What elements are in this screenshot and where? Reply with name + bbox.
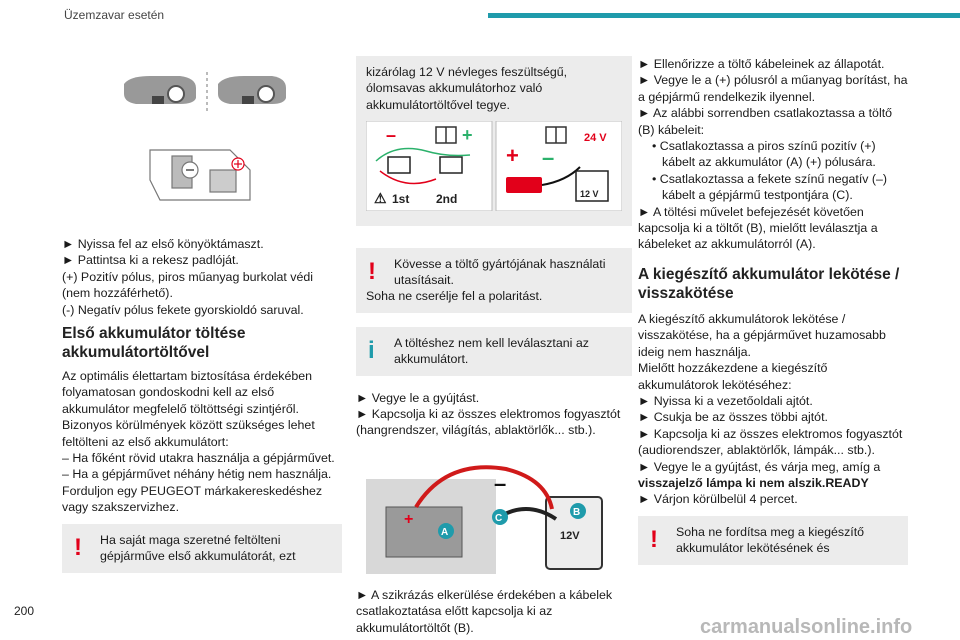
warning-box: ! Soha ne fordítsa meg a kiegészítő akku… bbox=[638, 515, 908, 565]
battery-charger-photo: + – A C B 12V bbox=[356, 449, 632, 579]
svg-text:–: – bbox=[386, 125, 396, 145]
svg-text:–: – bbox=[494, 471, 506, 496]
red-clamp-icon bbox=[506, 177, 542, 194]
car-rear-icon bbox=[218, 76, 286, 104]
info-icon: i bbox=[368, 336, 375, 364]
dash-item: – Ha főként rövid utakra használja a gép… bbox=[62, 451, 335, 466]
warning-box-continued: kizárólag 12 V névleges feszültségű, ólo… bbox=[356, 56, 632, 122]
instruction-line: ► Vegye le a gyújtást, és várja meg, amí… bbox=[638, 459, 881, 474]
instruction-line: ► Nyissa fel az első könyöktámaszt. bbox=[62, 237, 264, 251]
dash-item: – Ha a gépjárművet néhány hétig nem hasz… bbox=[62, 467, 332, 482]
instruction-line: ► Kapcsolja ki az összes elektromos fogy… bbox=[638, 426, 903, 458]
warning-box: ! Ha saját maga szeretné feltölteni gépj… bbox=[62, 523, 342, 573]
car-front-icon bbox=[124, 76, 196, 104]
bold-instruction: visszajelző lámpa ki nem alszik.READY bbox=[638, 475, 869, 490]
instruction-line: ► Vegye le a (+) pólusról a műanyag borí… bbox=[638, 73, 908, 104]
instruction-line: ► Kapcsolja ki az összes elektromos fogy… bbox=[356, 407, 621, 438]
svg-text:12V: 12V bbox=[560, 530, 580, 542]
info-text: A töltéshez nem kell leválasztani az akk… bbox=[394, 335, 589, 367]
book-icon bbox=[435, 126, 567, 144]
first-label: 1st bbox=[392, 192, 409, 206]
instruction-line: ► Várjon körülbelül 4 percet. bbox=[638, 492, 798, 507]
paragraph: Forduljon egy PEUGEOT márkakereskedéshez… bbox=[62, 483, 323, 515]
paragraph: Bizonyos körülmények között szükséges le… bbox=[62, 418, 315, 449]
volt-12-label: 12 V bbox=[580, 189, 599, 199]
page-number: 200 bbox=[14, 604, 35, 618]
sub-step: • Csatlakoztassa a fekete színű negatív … bbox=[652, 171, 888, 203]
running-header: Üzemzavar esetén bbox=[64, 8, 165, 22]
instruction-line: ► Pattintsa ki a rekesz padlóját. bbox=[62, 253, 239, 268]
paragraph: Az optimális élettartam biztosítása érde… bbox=[62, 369, 313, 416]
section-heading: A kiegészítő akkumulátor lekötése / viss… bbox=[638, 265, 900, 302]
header-accent-bar bbox=[488, 13, 960, 18]
instruction-line: ► Csukja be az összes többi ajtót. bbox=[638, 410, 828, 425]
battery-compartment-illustration bbox=[149, 149, 251, 201]
info-box: i A töltéshez nem kell leválasztani az a… bbox=[356, 326, 632, 376]
instruction-line: ► Vegye le a gyújtást. bbox=[356, 390, 480, 405]
pole-note: (-) Negatív pólus fekete gyorskioldó sar… bbox=[62, 302, 304, 317]
svg-text:B: B bbox=[573, 507, 580, 518]
charger-connection-figure: – + ⚠ 1st 2nd 24 V + – 12 V bbox=[365, 120, 623, 212]
warning-text: kizárólag 12 V névleges feszültségű, ólo… bbox=[366, 65, 568, 112]
charger-figure-panel: – + ⚠ 1st 2nd 24 V + – 12 V bbox=[356, 120, 632, 226]
warning-text: Soha ne cserélje fel a polaritást. bbox=[366, 289, 543, 304]
instruction-line: ► Nyissa ki a vezetőoldali ajtót. bbox=[638, 393, 813, 408]
warning-icon: ! bbox=[368, 257, 376, 285]
paragraph: A kiegészítő akkumulátorok lekötése / vi… bbox=[638, 311, 886, 359]
label-a-badge bbox=[438, 522, 454, 539]
volt-24-label: 24 V bbox=[584, 132, 607, 144]
column-3: ► Ellenőrizze a töltő kábeleinek az álla… bbox=[638, 56, 908, 565]
svg-text:C: C bbox=[495, 513, 502, 524]
column-1: ► Nyissa fel az első könyöktámaszt. ► Pa… bbox=[62, 236, 342, 573]
column-2: kizárólag 12 V névleges feszültségű, ólo… bbox=[356, 56, 632, 636]
label-c-badge bbox=[492, 508, 508, 525]
watermark: carmanualsonline.info bbox=[700, 616, 913, 638]
svg-text:A: A bbox=[441, 527, 448, 538]
warning-text: Ha saját maga szeretné feltölteni gépjár… bbox=[100, 532, 296, 564]
battery-icon bbox=[387, 156, 463, 174]
battery-location-figure bbox=[110, 70, 290, 210]
warning-text: Kövesse a töltő gyártójának használati u… bbox=[394, 256, 606, 288]
instruction-line: ► Ellenőrizze a töltő kábeleinek az álla… bbox=[638, 57, 885, 71]
instruction-line: ► A szikrázás elkerülése érdekében a káb… bbox=[356, 587, 613, 635]
pole-note: (+) Pozitív pólus, piros műanyag burkola… bbox=[62, 269, 314, 301]
svg-text:+: + bbox=[506, 143, 519, 168]
warning-box: ! Kövesse a töltő gyártójának használati… bbox=[356, 247, 632, 313]
svg-text:+: + bbox=[462, 125, 473, 145]
svg-text:–: – bbox=[542, 145, 554, 170]
warning-text: Soha ne fordítsa meg a kiegészítő akkumu… bbox=[676, 524, 865, 556]
svg-text:+: + bbox=[404, 511, 413, 528]
section-heading: Első akkumulátor töltése akkumulátortölt… bbox=[62, 325, 246, 362]
label-b-badge bbox=[570, 502, 586, 519]
warning-icon: ! bbox=[650, 525, 658, 553]
paragraph: Mielőtt hozzákezdene a kiegészítő akkumu… bbox=[638, 361, 828, 392]
sub-step: • Csatlakoztassa a piros színű pozitív (… bbox=[652, 139, 876, 170]
charger-box-icon bbox=[575, 170, 609, 202]
caution-icon: ⚠ bbox=[374, 190, 387, 206]
second-label: 2nd bbox=[436, 192, 457, 206]
instruction-line: ► A töltési művelet befejezését követően… bbox=[638, 204, 878, 252]
warning-icon: ! bbox=[74, 533, 82, 561]
instruction-line: ► Az alábbi sorrendben csatlakoztassa a … bbox=[638, 106, 893, 137]
